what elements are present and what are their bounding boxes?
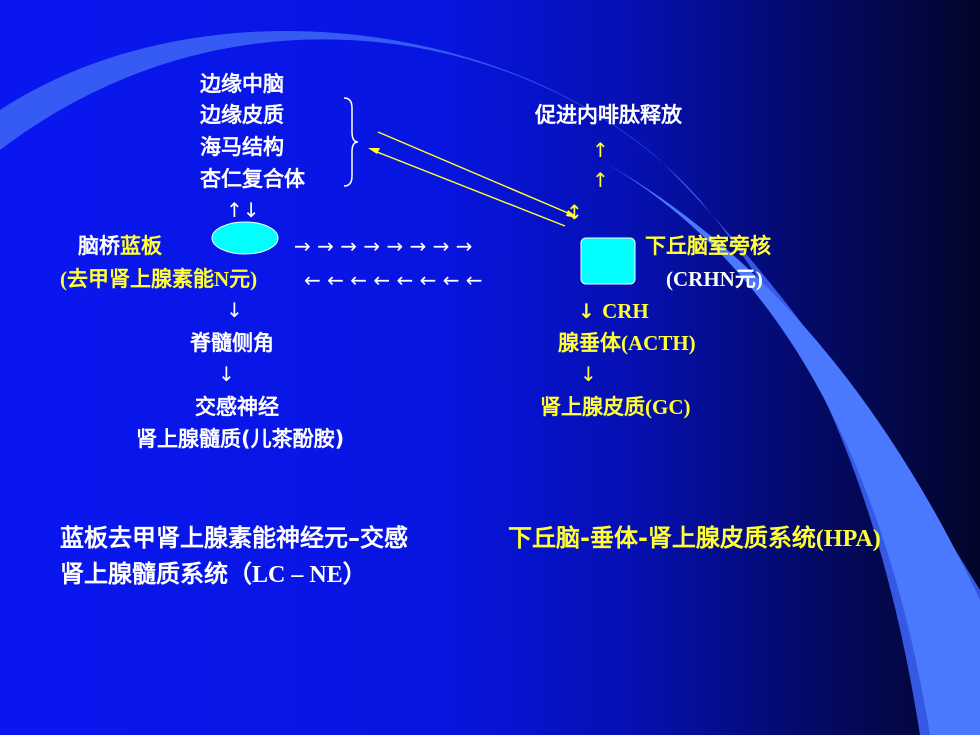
adrenal-cortex-tail: (GC) [645, 395, 691, 419]
crhn-label: (CRHN元) [666, 266, 763, 292]
hpa-system: 下丘脑-垂体-肾上腺皮质系统(HPA) [508, 522, 881, 555]
sympathetic-nerve: 交感神经 [195, 395, 279, 419]
lc-subtitle: (去甲肾上腺素能N元) [60, 266, 257, 292]
spinal-to-sympathetic-arrow: ↓ [218, 362, 235, 386]
crh-down-arrow: ↓ [578, 299, 595, 323]
adrenal-medulla-tail: (儿茶酚胺) [241, 427, 345, 451]
lc-sub-tail: N元) [214, 267, 258, 291]
adrenal-cortex-cn: 肾上腺皮质 [540, 395, 645, 419]
limbic-item-amygdala: 杏仁复合体 [200, 167, 305, 191]
locus-coeruleus-ellipse [211, 221, 279, 255]
lc-sub-open: ( [60, 267, 67, 291]
diagonal-arrow-out-head [566, 210, 578, 218]
lc-to-spinal-arrow: ↓ [226, 298, 243, 322]
arrows-lc-to-pvn: → → → → → → → → [294, 234, 473, 258]
arrows-pvn-to-lc: ← ← ← ← ← ← ← ← [304, 268, 483, 292]
crhn-open: (CRHN [666, 267, 735, 291]
lc-label-yellow: 蓝板 [120, 234, 162, 258]
adrenal-medulla: 肾上腺髓质(儿茶酚胺) [136, 426, 344, 452]
crh-text: CRH [602, 299, 649, 323]
background-swoosh-highlight [600, 160, 980, 735]
pituitary-to-adrenal-arrow: ↓ [580, 362, 597, 386]
endorphin-release: 促进内啡肽释放 [535, 103, 682, 127]
lc-ne-system-line1: 蓝板去甲肾上腺素能神经元–交感 [60, 524, 408, 552]
limbic-item-hippocampus: 海马结构 [200, 135, 284, 159]
limbic-brace [343, 97, 359, 187]
lc-ne-line2-tail: LC – NE） [252, 562, 367, 588]
adrenal-cortex: 肾上腺皮质(GC) [540, 394, 691, 420]
lc-sub-cn: 去甲肾上腺素能 [67, 267, 214, 291]
pvn-square [580, 237, 636, 285]
endorphin-up-arrow-2: ↑ [592, 168, 609, 192]
anterior-pituitary: 腺垂体(ACTH) [558, 330, 696, 356]
crh-label: ↓ CRH [578, 298, 649, 324]
crhn-close: ) [755, 267, 763, 291]
lc-label: 脑桥蓝板 [78, 233, 162, 259]
diagonal-arrow-in [371, 149, 566, 227]
lc-ne-system-line2: 肾上腺髓质系统（LC – NE） [60, 558, 367, 591]
hpa-cn: 下丘脑-垂体-肾上腺皮质系统 [508, 524, 816, 552]
endorphin-up-arrow-1: ↑ [592, 138, 609, 162]
spinal-lateral-horn: 脊髓侧角 [190, 331, 274, 355]
adrenal-medulla-cn: 肾上腺髓质 [136, 427, 241, 451]
limbic-item-midbrain: 边缘中脑 [200, 72, 284, 96]
pituitary-cn: 腺垂体 [558, 331, 621, 355]
limbic-lc-updown-arrows: ↑↓ [226, 198, 260, 222]
pvn-label: 下丘脑室旁核 [645, 234, 771, 258]
hpa-tail: (HPA) [815, 526, 881, 552]
pituitary-tail: (ACTH) [621, 331, 696, 355]
lc-label-white: 脑桥 [78, 234, 120, 258]
diagonal-arrow-out [377, 131, 576, 217]
crhn-cn: 元 [734, 267, 756, 291]
lc-ne-line2-cn: 肾上腺髓质系统（ [60, 560, 252, 588]
pvn-updown-arrow: ↕ [566, 200, 583, 224]
limbic-item-cortex: 边缘皮质 [200, 103, 284, 127]
diagonal-arrow-in-head [368, 148, 380, 154]
